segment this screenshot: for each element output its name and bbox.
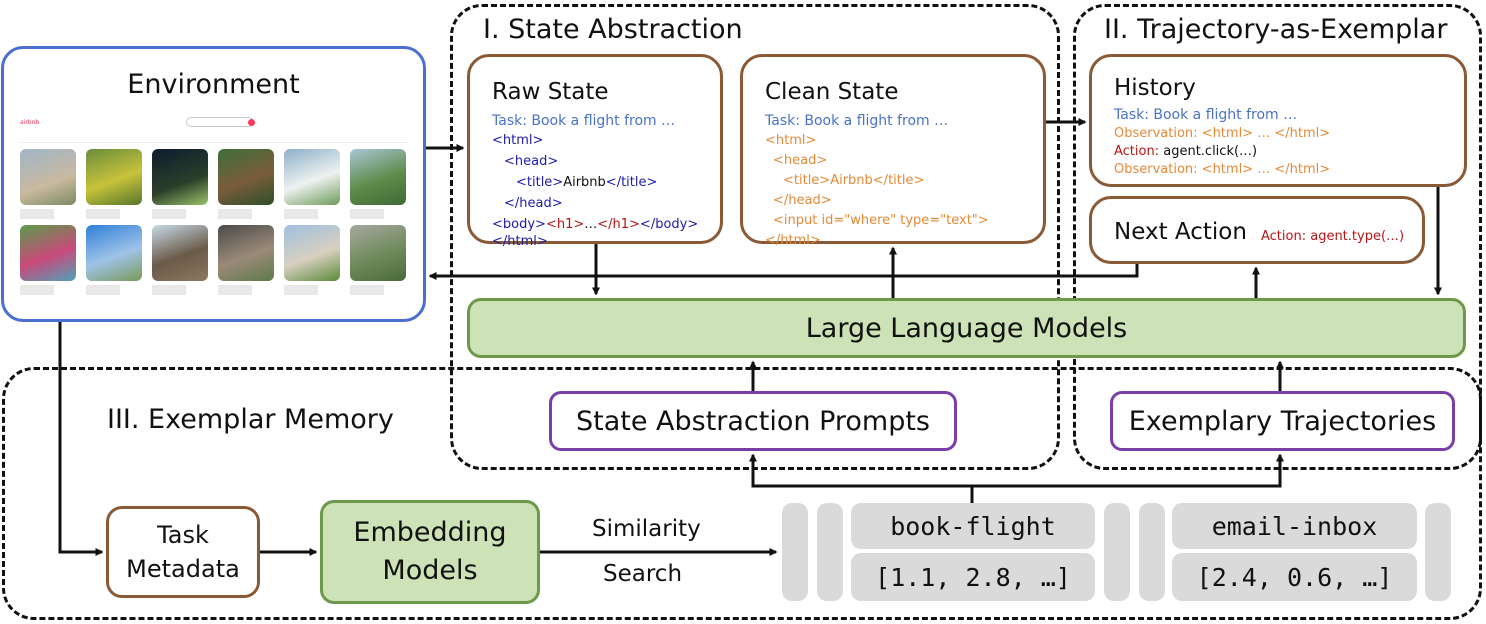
raw-h1-open: <h1> xyxy=(545,217,585,232)
history-action: Action: agent.click(…) xyxy=(1114,141,1257,162)
memory-key-book-flight: book-flight xyxy=(851,503,1095,549)
listing-thumb-1 xyxy=(20,149,76,205)
raw-state-title: Raw State xyxy=(492,79,609,105)
listing-thumb-4 xyxy=(218,149,274,205)
listing-thumb-11 xyxy=(284,225,340,281)
raw-body-close: </body> xyxy=(639,217,699,232)
state-abstraction-region xyxy=(450,4,1060,470)
embedding-models-box: Embedding Models xyxy=(320,500,540,604)
next-action-title: Next Action xyxy=(1114,219,1247,245)
exemplary-trajectories-box: Exemplary Trajectories xyxy=(1110,391,1455,451)
clean-state-line-4: </head> xyxy=(773,193,832,208)
clean-state-line-2: <head> xyxy=(773,153,828,168)
exemplar-memory-title: III. Exemplar Memory xyxy=(107,404,394,435)
llm-box: Large Language Models xyxy=(467,298,1466,358)
exemplary-trajectories-label: Exemplary Trajectories xyxy=(1128,405,1437,437)
raw-title-close: </title> xyxy=(605,175,658,190)
raw-state-line-4: </head> xyxy=(504,196,563,211)
memory-to-prompts-exemplary-arrow xyxy=(749,453,974,503)
history-task: Task: Book a flight from … xyxy=(1114,107,1298,123)
listing-thumb-5 xyxy=(284,149,340,205)
search-button-icon xyxy=(248,119,255,126)
memory-slot xyxy=(782,503,808,601)
memory-slot xyxy=(1104,503,1130,601)
memory-slot xyxy=(817,503,843,601)
state-abstraction-prompts-label: State Abstraction Prompts xyxy=(575,405,931,437)
history-observation-2: Observation: <html> … </html> xyxy=(1114,162,1331,177)
similarity-label: Similarity xyxy=(592,516,701,542)
memory-slot xyxy=(1139,503,1165,601)
listing-thumb-2 xyxy=(86,149,142,205)
history-title: History xyxy=(1114,75,1196,101)
exemplar-memory-region xyxy=(2,367,1482,620)
memory-key-email-inbox: email-inbox xyxy=(1172,503,1417,549)
memory-vector-book-flight: [1.1, 2.8, …] xyxy=(851,553,1095,601)
llm-label: Large Language Models xyxy=(805,312,1128,344)
clean-state-box: Clean State Task: Book a flight from … <… xyxy=(740,54,1046,248)
clean-state-line-3: <title>Airbnb</title> xyxy=(783,173,925,188)
listing-caption-row-2 xyxy=(20,285,406,295)
env-to-metadata-arrow xyxy=(58,322,104,556)
listing-thumb-12 xyxy=(350,225,406,281)
state-abstraction-prompts-box: State Abstraction Prompts xyxy=(549,391,957,451)
trajectory-title: II. Trajectory-as-Exemplar xyxy=(1104,14,1448,45)
airbnb-logo: airbnb xyxy=(20,119,40,126)
clean-state-title: Clean State xyxy=(765,79,899,105)
memory-to-exemplary-arrow xyxy=(972,453,1284,488)
listing-thumb-8 xyxy=(86,225,142,281)
next-action-box: Next Action Action: agent.type(…) xyxy=(1089,196,1425,264)
environment-title: Environment xyxy=(127,69,300,100)
clean-state-line-1: <html> xyxy=(765,133,817,148)
history-observation-1: Observation: <html> … </html> xyxy=(1114,126,1331,141)
raw-h1-text: … xyxy=(584,217,598,232)
category-bar xyxy=(20,135,408,143)
search-label: Search xyxy=(603,561,683,587)
raw-state-line-5: <body><h1>…</h1></body> xyxy=(492,214,698,235)
environment-screenshot: airbnb xyxy=(18,113,410,313)
clean-state-line-6: </html> xyxy=(765,233,821,248)
raw-state-task: Task: Book a flight from … xyxy=(492,113,676,129)
listing-thumb-3 xyxy=(152,149,208,205)
listing-caption-row-1 xyxy=(20,209,406,219)
environment-panel: Environment airbnb xyxy=(1,46,426,322)
trajectory-region xyxy=(1073,4,1482,470)
raw-state-line-2: <head> xyxy=(504,154,559,169)
history-action-prefix: Action: xyxy=(1114,144,1164,159)
listing-thumb-9 xyxy=(152,225,208,281)
task-metadata-line-1: Task xyxy=(157,521,209,549)
raw-title-text: Airbnb xyxy=(563,175,606,190)
history-box: History Task: Book a flight from … Obser… xyxy=(1089,54,1467,187)
memory-vector-email-inbox: [2.4, 0.6, …] xyxy=(1172,553,1417,601)
raw-title-open: <title> xyxy=(516,175,564,190)
raw-state-box: Raw State Task: Book a flight from … <ht… xyxy=(467,54,723,249)
clean-state-line-5: <input id="where" type="text"> xyxy=(773,213,989,228)
task-metadata-line-2: Metadata xyxy=(126,555,240,583)
clean-state-task: Task: Book a flight from … xyxy=(765,113,949,129)
raw-state-line-3: <title>Airbnb</title> xyxy=(516,172,657,193)
next-action-to-env-arrow xyxy=(428,264,1139,280)
state-abstraction-title: I. State Abstraction xyxy=(483,14,743,45)
raw-body-open: <body> xyxy=(492,217,546,232)
history-action-call: agent.click(…) xyxy=(1163,144,1258,159)
listing-thumb-7 xyxy=(20,225,76,281)
listing-thumb-10 xyxy=(218,225,274,281)
next-action-value: Action: agent.type(…) xyxy=(1261,229,1405,244)
embedding-models-line-1: Embedding xyxy=(353,517,507,548)
raw-h1-close: </h1> xyxy=(597,217,640,232)
embedding-models-line-2: Models xyxy=(382,555,478,586)
raw-state-line-6: </html> xyxy=(492,234,548,249)
raw-state-line-1: <html> xyxy=(492,133,544,148)
listing-thumb-6 xyxy=(350,149,406,205)
memory-slot xyxy=(1425,503,1451,601)
task-metadata-box: Task Metadata xyxy=(106,506,260,598)
